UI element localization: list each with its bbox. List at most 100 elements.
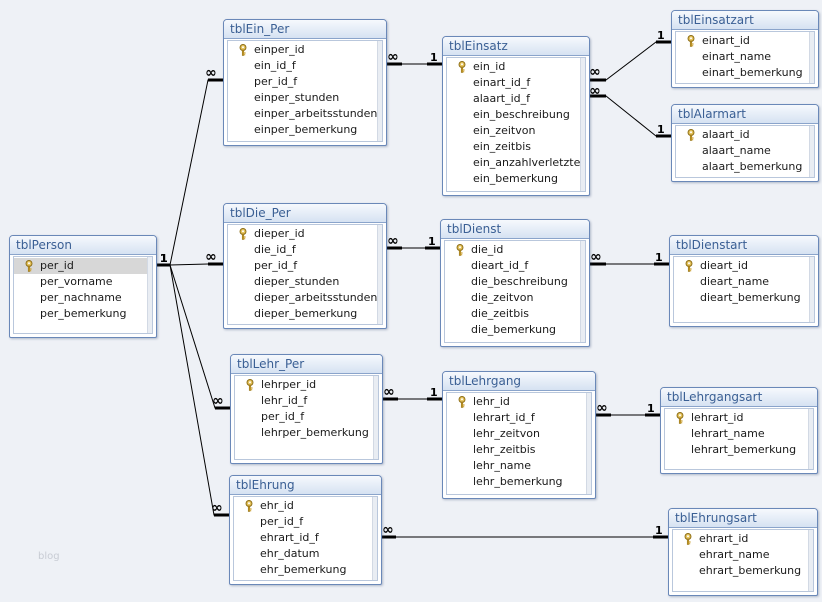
field-per-vorname[interactable]: per_vorname xyxy=(14,274,147,290)
field-einart-id[interactable]: einart_id xyxy=(676,33,809,49)
field-einper-arbeitsstunden[interactable]: einper_arbeitsstunden xyxy=(228,106,377,122)
field-per-id-f[interactable]: per_id_f xyxy=(228,258,377,274)
table-title[interactable]: tblEhrungsart xyxy=(669,509,817,528)
field-ein-beschreibung[interactable]: ein_beschreibung xyxy=(447,107,580,123)
field-die-bemerkung[interactable]: die_bemerkung xyxy=(445,322,580,338)
field-dieart-id-f[interactable]: dieart_id_f xyxy=(445,258,580,274)
field-alaart-id-f[interactable]: alaart_id_f xyxy=(447,91,580,107)
table-title[interactable]: tblDie_Per xyxy=(224,204,386,223)
field-alaart-id[interactable]: alaart_id xyxy=(676,127,809,143)
field-dieper-arbeitsstunden[interactable]: dieper_arbeitsstunden xyxy=(228,290,377,306)
field-die-zeitvon[interactable]: die_zeitvon xyxy=(445,290,580,306)
field-ein-anzahlverletzte[interactable]: ein_anzahlverletzte xyxy=(447,155,580,171)
relationship-tblalarmart-tbleinsatz[interactable] xyxy=(588,94,671,138)
field-einper-stunden[interactable]: einper_stunden xyxy=(228,90,377,106)
field-lehrart-bemerkung[interactable]: lehrart_bemerkung xyxy=(665,442,808,458)
relationship-tblperson-tblehrung[interactable] xyxy=(155,263,229,517)
field-einart-id-f[interactable]: einart_id_f xyxy=(447,75,580,91)
field-per-id-f[interactable]: per_id_f xyxy=(228,74,377,90)
field-die-id-f[interactable]: die_id_f xyxy=(228,242,377,258)
table-title[interactable]: tblEinsatz xyxy=(443,37,589,56)
field-lehrper-id[interactable]: lehrper_id xyxy=(235,377,373,393)
field-einart-bemerkung[interactable]: einart_bemerkung xyxy=(676,65,809,81)
field-dieper-bemerkung[interactable]: dieper_bemerkung xyxy=(228,306,377,322)
table-title[interactable]: tblEin_Per xyxy=(224,20,386,39)
field-ein-id-f[interactable]: ein_id_f xyxy=(228,58,377,74)
field-lehr-id[interactable]: lehr_id xyxy=(447,394,586,410)
field-dieart-bemerkung[interactable]: dieart_bemerkung xyxy=(674,290,809,306)
field-ehrart-bemerkung[interactable]: ehrart_bemerkung xyxy=(673,563,808,579)
field-die-beschreibung[interactable]: die_beschreibung xyxy=(445,274,580,290)
table-title[interactable]: tblEinsatzart xyxy=(672,11,818,30)
field-die-id[interactable]: die_id xyxy=(445,242,580,258)
field-lehr-bemerkung[interactable]: lehr_bemerkung xyxy=(447,474,586,490)
field-lehr-id-f[interactable]: lehr_id_f xyxy=(235,393,373,409)
relationship-tblperson-tbllehr-per[interactable] xyxy=(155,263,230,410)
field-per-nachname[interactable]: per_nachname xyxy=(14,290,147,306)
field-dieart-id[interactable]: dieart_id xyxy=(674,258,809,274)
field-ein-bemerkung[interactable]: ein_bemerkung xyxy=(447,171,580,187)
table-title[interactable]: tblEhrung xyxy=(230,476,381,495)
field-lehr-zeitbis[interactable]: lehr_zeitbis xyxy=(447,442,586,458)
relationship-tblperson-tblein-per[interactable] xyxy=(155,78,223,267)
field-per-id[interactable]: per_id xyxy=(14,258,147,274)
field-ein-id[interactable]: ein_id xyxy=(447,59,580,75)
table-title[interactable]: tblLehrgang xyxy=(443,372,595,391)
field-ehrart-name[interactable]: ehrart_name xyxy=(673,547,808,563)
table-title[interactable]: tblLehr_Per xyxy=(231,355,382,374)
field-einper-bemerkung[interactable]: einper_bemerkung xyxy=(228,122,377,138)
field-per-bemerkung[interactable]: per_bemerkung xyxy=(14,306,147,322)
field-dieper-stunden[interactable]: dieper_stunden xyxy=(228,274,377,290)
table-title[interactable]: tblDienst xyxy=(441,220,589,239)
field-alaart-name[interactable]: alaart_name xyxy=(676,143,809,159)
field-alaart-bemerkung[interactable]: alaart_bemerkung xyxy=(676,159,809,175)
field-per-id-f[interactable]: per_id_f xyxy=(235,409,373,425)
field-lehrart-name[interactable]: lehrart_name xyxy=(665,426,808,442)
field-lehrper-bemerkung[interactable]: lehrper_bemerkung xyxy=(235,425,373,441)
field-die-zeitbis[interactable]: die_zeitbis xyxy=(445,306,580,322)
field-dieart-name[interactable]: dieart_name xyxy=(674,274,809,290)
field-ehr-id[interactable]: ehr_id xyxy=(234,498,372,514)
field-per-id-f[interactable]: per_id_f xyxy=(234,514,372,530)
field-ehr-datum[interactable]: ehr_datum xyxy=(234,546,372,562)
field-dieper-id[interactable]: dieper_id xyxy=(228,226,377,242)
field-ehr-bemerkung[interactable]: ehr_bemerkung xyxy=(234,562,372,578)
field-einart-name[interactable]: einart_name xyxy=(676,49,809,65)
field-ehrart-id[interactable]: ehrart_id xyxy=(673,531,808,547)
field-lehrart-id-f[interactable]: lehrart_id_f xyxy=(447,410,586,426)
relationship-tbleinsatzart-tbleinsatz[interactable] xyxy=(588,40,671,82)
field-einper-id[interactable]: einper_id xyxy=(228,42,377,58)
field-ein-zeitbis[interactable]: ein_zeitbis xyxy=(447,139,580,155)
field-lehrart-id[interactable]: lehrart_id xyxy=(665,410,808,426)
table-title[interactable]: tblPerson xyxy=(10,236,156,255)
field-ehrart-id-f[interactable]: ehrart_id_f xyxy=(234,530,372,546)
table-title[interactable]: tblAlarmart xyxy=(672,105,818,124)
field-ein-zeitvon[interactable]: ein_zeitvon xyxy=(447,123,580,139)
